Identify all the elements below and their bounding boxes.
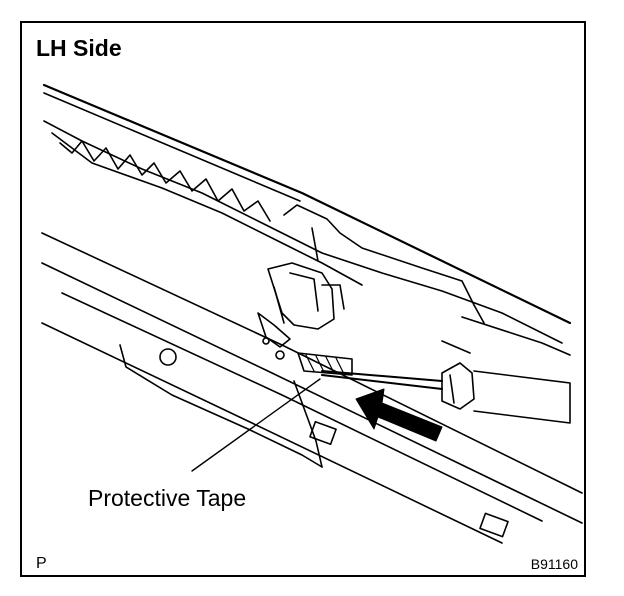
diagram-title: LH Side — [36, 35, 122, 61]
mechanical-drawing — [41, 83, 583, 544]
illustration-frame: LH Side Protective Tape P B91160 — [20, 21, 586, 577]
footer-left-code: P — [36, 555, 47, 572]
figure-id: B91160 — [530, 556, 578, 572]
protective-tape-label: Protective Tape — [88, 485, 247, 511]
